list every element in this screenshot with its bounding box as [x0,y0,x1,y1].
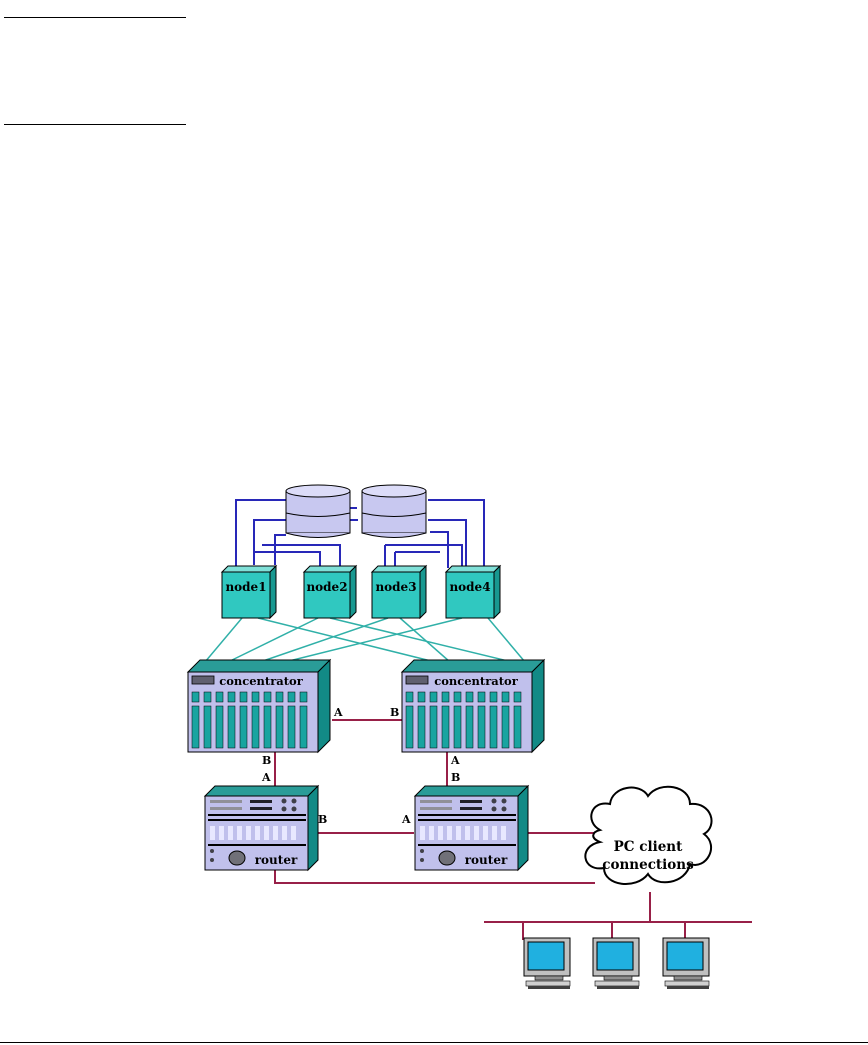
concentrator-slots-1 [191,691,308,749]
node-label-4: node4 [449,580,490,594]
pc-client-3 [662,937,710,989]
top-rule-1 [4,17,186,18]
server-node-4: node4 [444,564,502,620]
node-label-2: node2 [306,580,347,594]
node-label-1: node1 [225,580,266,594]
router-1: router [203,784,320,872]
storage-links [235,499,485,570]
port-labels: A B B A A B B A [261,706,460,826]
port-label-conc2-left: B [390,706,399,719]
pc-client-2 [592,937,640,989]
concentrator-label-1: concentrator [219,674,304,688]
cloud-label-line1: PC client [614,839,683,855]
router-label-2: router [465,853,508,867]
network-links [274,719,752,940]
router-ports-1 [210,826,296,840]
router-2: router [413,784,530,872]
concentrator-1: concentrator [186,658,332,754]
concentrator-label-2: concentrator [434,674,519,688]
pc-client-cloud: PC client connections [584,785,713,886]
concentrator-2: concentrator [400,658,546,754]
cloud-label-line2: connections [602,857,694,873]
port-label-router1-right: B [318,813,327,826]
server-node-1: node1 [220,564,278,620]
storage-disk-2 [361,484,427,538]
port-label-conc2-bottom: A [450,754,460,767]
node-concentrator-links [204,617,526,663]
pc-client-1 [523,937,571,989]
port-label-conc1-right: A [333,706,343,719]
node-label-3: node3 [375,580,416,594]
router-ports-2 [420,826,506,840]
storage-disk-1 [285,484,351,538]
port-label-router2-left: A [401,813,411,826]
port-label-router2-top: B [451,771,460,784]
top-rule-2 [4,124,186,125]
port-label-router1-top: A [261,771,271,784]
bottom-rule [0,1042,868,1043]
server-node-2: node2 [302,564,358,620]
server-node-3: node3 [370,564,428,620]
port-label-conc1-bottom: B [262,754,271,767]
router-label-1: router [255,853,298,867]
concentrator-slots-2 [405,691,522,749]
